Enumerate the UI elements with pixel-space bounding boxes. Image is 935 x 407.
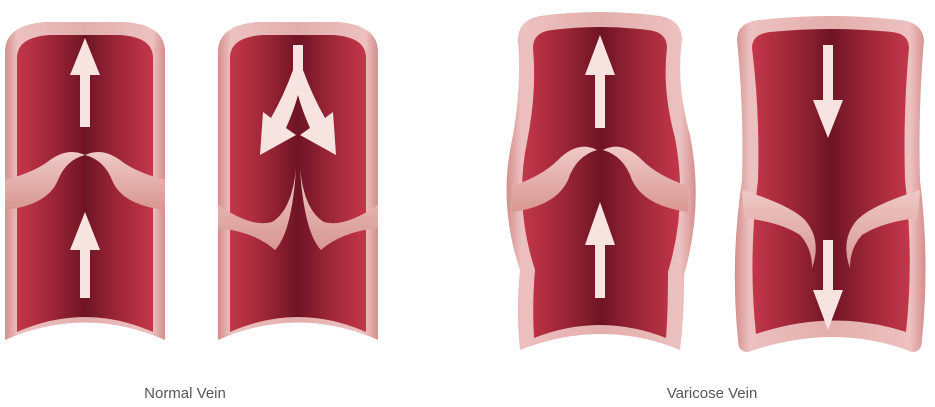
varicose-vein-segment-1	[507, 12, 696, 350]
normal-vein-segment-1	[5, 22, 165, 340]
normal-vein-segment-2	[218, 22, 378, 340]
varicose-vein-segment-2	[735, 16, 926, 352]
normal-vein-label: Normal Vein	[95, 385, 275, 402]
varicose-vein-label: Varicose Vein	[622, 385, 802, 402]
